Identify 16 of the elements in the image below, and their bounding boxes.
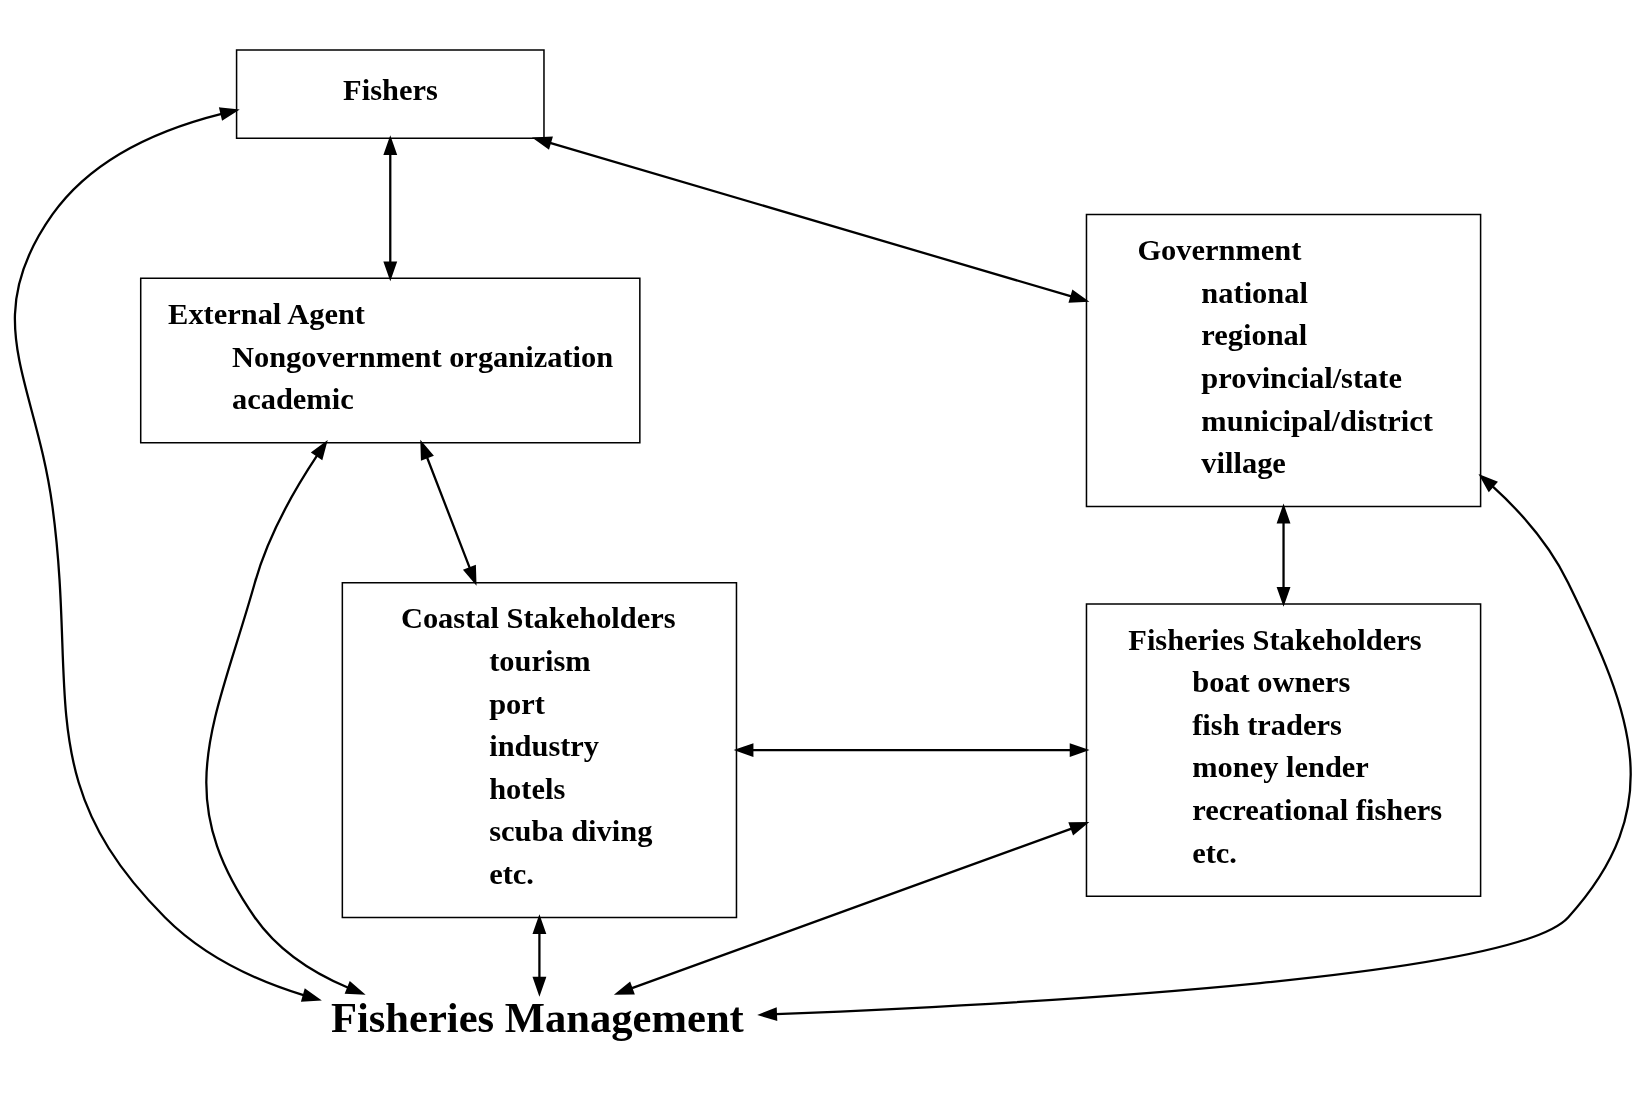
node-box: External Agent Nongovernment organization academic	[139, 277, 641, 444]
node-box: Fishers	[235, 49, 545, 140]
arrow	[733, 743, 1090, 757]
arrow	[383, 135, 398, 282]
arrow	[420, 439, 477, 586]
arrow	[14, 107, 322, 1002]
arrow	[1276, 503, 1291, 607]
arrow	[531, 136, 1090, 303]
node-box: Government national regional provincial/state municipal/district village	[1085, 213, 1482, 508]
arrow	[205, 439, 366, 995]
node-box: Fisheries Stakeholders boat owners fish traders money lender recreational fishers etc.	[1085, 603, 1482, 897]
node-box: Coastal Stakeholders tourism port industry hotels scuba diving etc.	[341, 581, 738, 919]
arrow	[532, 914, 547, 997]
arrow	[757, 474, 1632, 1022]
node-text: Fisheries Management	[330, 994, 744, 1042]
arrow	[613, 822, 1090, 995]
